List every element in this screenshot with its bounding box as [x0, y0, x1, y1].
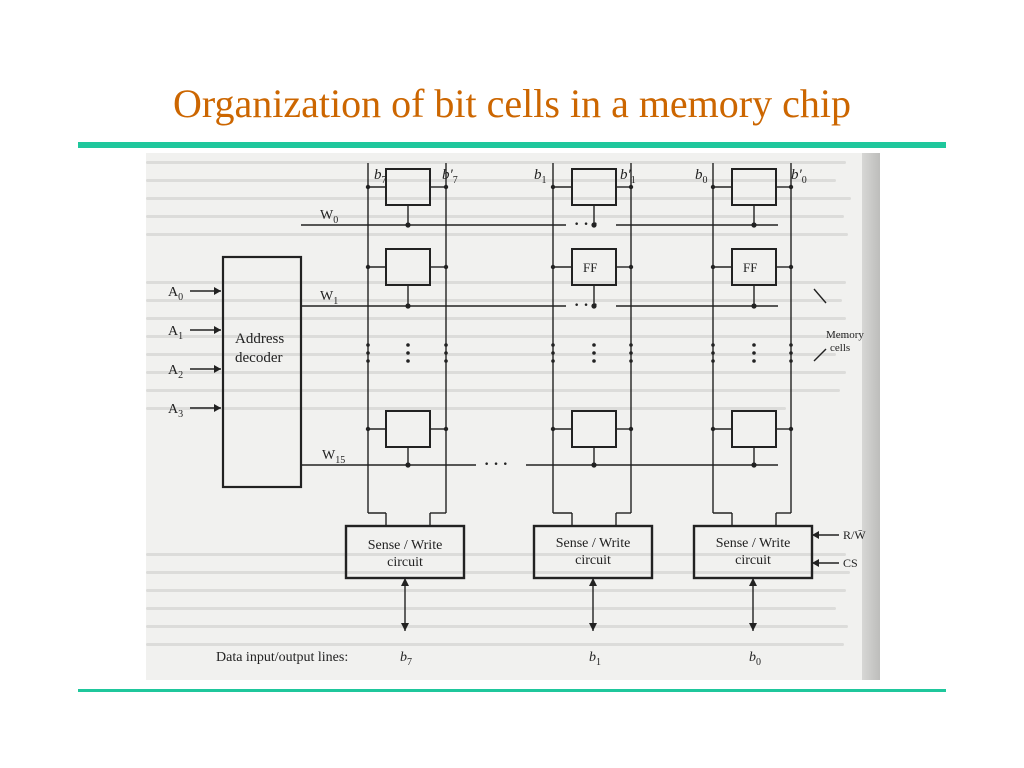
- ff-label-b1: FF: [583, 260, 597, 275]
- memory-organization-diagram: b7 b′7 b1 b′1 b0 b′0 W0 W1 W15 A0 A1 A2 …: [168, 163, 866, 668]
- memory-cells-label-line1: Memory: [826, 329, 864, 341]
- address-decoder-block: [221, 255, 303, 489]
- scanned-figure-background: [146, 153, 880, 680]
- bit-label-b1-prime: b′1: [620, 167, 636, 186]
- vertical-ellipses: [366, 343, 793, 363]
- address-input-a0: A0: [168, 285, 183, 303]
- decoder-label-line1: Address: [235, 331, 284, 347]
- data-line-b1: b1: [589, 650, 601, 668]
- slide-title: Organization of bit cells in a memory ch…: [173, 81, 851, 126]
- word-line-label-w0: W0: [320, 208, 338, 226]
- ellipsis-row-0: · · ·: [574, 216, 598, 233]
- data-line-b7: b7: [400, 650, 412, 668]
- word-line-label-w15: W15: [322, 448, 345, 466]
- rw-label: R/W̄: [843, 528, 866, 542]
- sense-write-label-b0-line2: circuit: [735, 553, 771, 568]
- ellipsis-row-15: · · ·: [484, 456, 508, 473]
- sense-write-label-b1-line2: circuit: [575, 553, 611, 568]
- ff-label-b0: FF: [743, 260, 757, 275]
- sense-write-label-b1-line1: Sense / Write: [556, 536, 631, 551]
- title-divider: [78, 142, 946, 148]
- sense-write-label-b7-line2: circuit: [387, 555, 423, 570]
- sense-write-label-b7-line1: Sense / Write: [368, 538, 443, 553]
- bit-label-b0: b0: [695, 167, 708, 186]
- cs-label: CS: [843, 556, 858, 570]
- decoder-label-line2: decoder: [235, 350, 282, 366]
- sense-write-circuit-b0: [692, 524, 814, 580]
- bit-label-b1: b1: [534, 167, 547, 186]
- bit-label-b7-prime: b′7: [442, 167, 458, 186]
- data-lines-label: Data input/output lines:: [216, 650, 348, 665]
- sense-write-label-b0-line1: Sense / Write: [716, 536, 791, 551]
- word-line-label-w1: W1: [320, 289, 338, 307]
- memory-cells-label-line2: cells: [830, 342, 850, 354]
- footer-divider: [78, 689, 946, 692]
- bit-label-b0-prime: b′0: [791, 167, 807, 186]
- address-input-a2: A2: [168, 363, 183, 381]
- ellipsis-row-1: · · ·: [574, 297, 598, 314]
- sense-write-circuit-b1: [532, 524, 654, 580]
- address-input-a1: A1: [168, 324, 183, 342]
- address-input-a3: A3: [168, 402, 183, 420]
- bit-label-b7: b7: [374, 167, 387, 186]
- data-line-b0: b0: [749, 650, 761, 668]
